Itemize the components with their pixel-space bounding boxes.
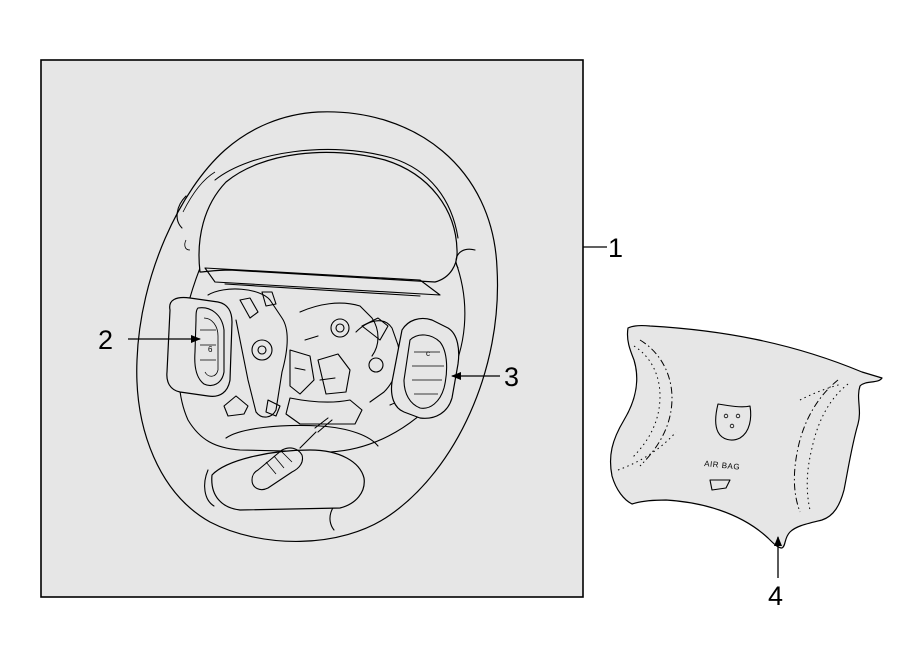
svg-text:6: 6: [208, 345, 213, 354]
airbag-cover: AIR BAG: [609, 325, 883, 549]
callout-1: 1: [608, 233, 623, 263]
svg-text:c: c: [426, 349, 431, 358]
airbag-cover-text: AIR BAG: [704, 459, 741, 472]
callout-3: 3: [504, 362, 519, 392]
callout-2: 2: [98, 325, 113, 355]
callout-4: 4: [768, 581, 783, 611]
steering-wheel: 6 c: [136, 111, 499, 542]
